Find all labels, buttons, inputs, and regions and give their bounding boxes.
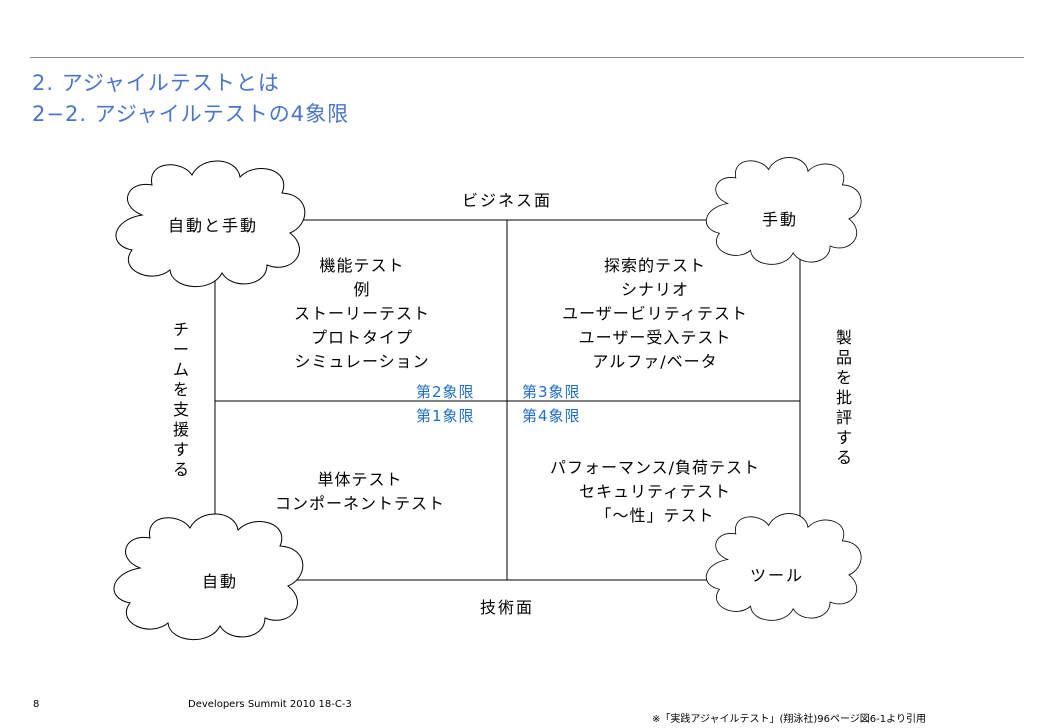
- q2-item: 例: [353, 280, 371, 299]
- q3-item: アルファ/ベータ: [592, 352, 718, 371]
- q4-item: セキュリティテスト: [578, 482, 732, 501]
- q1-item: コンポーネントテスト: [274, 494, 445, 513]
- cloud-label-top-left: 自動と手動: [168, 216, 259, 235]
- footer-citation: ※「実践アジャイルテスト」(翔泳社)96ページ図6-1より引用: [652, 714, 926, 725]
- page-number: 8: [33, 699, 40, 710]
- q2-item: シミュレーション: [294, 352, 430, 371]
- quadrant-4-label: 第4象限: [522, 407, 581, 425]
- q2-item: 機能テスト: [319, 256, 405, 275]
- section-title: 2. アジャイルテストとは: [32, 71, 280, 95]
- axis-top-label: ビジネス面: [461, 191, 552, 210]
- q4-test-list: パフォーマンス/負荷テスト セキュリティテスト 「〜性」テスト: [525, 456, 785, 528]
- q3-item: 探索的テスト: [603, 256, 706, 275]
- cloud-label-bottom-right: ツール: [750, 566, 805, 585]
- q3-item: ユーザー受入テスト: [578, 328, 732, 347]
- quadrant-1-label: 第1象限: [416, 407, 475, 425]
- quadrant-3-label: 第3象限: [522, 383, 581, 401]
- q2-item: プロトタイプ: [310, 328, 413, 347]
- cloud-label-top-right: 手動: [762, 210, 799, 229]
- q3-test-list: 探索的テスト シナリオ ユーザービリティテスト ユーザー受入テスト アルファ/ベ…: [530, 254, 780, 374]
- footer-event: Developers Summit 2010 18-C-3: [188, 699, 352, 710]
- q1-test-list: 単体テスト コンポーネントテスト: [250, 468, 470, 516]
- header-divider: [30, 57, 1024, 58]
- cloud-label-bottom-left: 自動: [202, 572, 239, 591]
- subsection-title: 2−2. アジャイルテストの4象限: [32, 102, 350, 126]
- quadrant-2-label: 第2象限: [416, 383, 475, 401]
- q3-item: ユーザービリティテスト: [562, 304, 748, 323]
- q3-item: シナリオ: [620, 280, 689, 299]
- q4-item: パフォーマンス/負荷テスト: [549, 458, 761, 477]
- axis-right-label: 製品を批評する: [835, 328, 852, 467]
- q1-item: 単体テスト: [317, 470, 403, 489]
- q2-item: ストーリーテスト: [293, 304, 430, 323]
- axis-bottom-label: 技術面: [479, 598, 534, 617]
- axis-left-label: チームを支援する: [172, 320, 189, 479]
- q4-item: 「〜性」テスト: [595, 506, 715, 525]
- q2-test-list: 機能テスト 例 ストーリーテスト プロトタイプ シミュレーション: [262, 254, 462, 374]
